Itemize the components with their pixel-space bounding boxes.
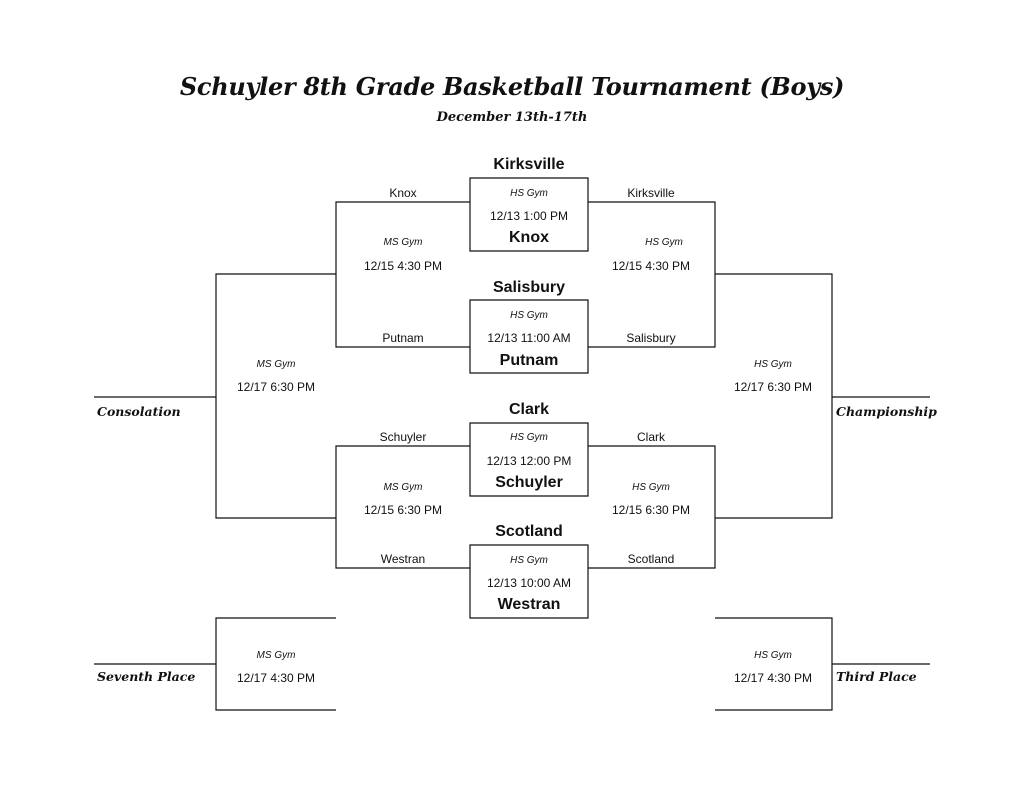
right-semi1-time: 12/15 4:30 PM — [611, 259, 691, 273]
game2-venue: HS Gym — [510, 310, 548, 321]
right-semi1-venue: HS Gym — [645, 237, 683, 248]
game4-bottom-team: Westran — [497, 596, 561, 613]
game3-venue: HS Gym — [510, 432, 548, 443]
left-bracket-top — [335, 201, 470, 348]
seventh-place-venue: MS Gym — [256, 650, 296, 661]
game4-time: 12/13 10:00 AM — [486, 576, 572, 590]
left-semi-bracket — [215, 273, 336, 519]
third-place-bracket — [715, 617, 833, 711]
left-semi2-venue: MS Gym — [383, 482, 423, 493]
left-semi2-time: 12/15 6:30 PM — [363, 503, 443, 517]
left-bracket-bottom — [335, 445, 470, 569]
seventh-place-time: 12/17 4:30 PM — [236, 671, 316, 685]
right-semi2-bottom-team: Scotland — [627, 552, 675, 566]
game1-venue: HS Gym — [510, 188, 548, 199]
left-semi2-top-team: Schuyler — [379, 430, 427, 444]
right-semi1-top-team: Kirksville — [627, 186, 675, 200]
third-place-time: 12/17 4:30 PM — [733, 671, 813, 685]
first-round-box-3 — [469, 422, 589, 497]
game4-venue: HS Gym — [510, 555, 548, 566]
game4-top-team: Scotland — [495, 523, 563, 540]
third-place-venue: HS Gym — [754, 650, 792, 661]
first-round-box-4 — [469, 544, 589, 619]
consolation-label: Consolation — [97, 404, 181, 419]
left-semi1-bottom-team: Putnam — [382, 331, 424, 345]
first-round-box-1 — [469, 177, 589, 252]
right-bracket-bottom — [588, 445, 716, 569]
right-semi2-venue: HS Gym — [632, 482, 670, 493]
consolation-venue: MS Gym — [256, 359, 296, 370]
page-subtitle: December 13th-17th — [436, 110, 588, 125]
game3-top-team: Clark — [508, 401, 550, 418]
page-title: Schuyler 8th Grade Basketball Tournament… — [179, 72, 845, 101]
championship-time: 12/17 6:30 PM — [733, 380, 813, 394]
game2-bottom-team: Putnam — [499, 352, 559, 369]
third-place-label: Third Place — [836, 669, 917, 684]
first-round-box-2 — [469, 299, 589, 374]
right-semi2-time: 12/15 6:30 PM — [611, 503, 691, 517]
seventh-place-label: Seventh Place — [97, 669, 196, 684]
championship-label: Championship — [836, 404, 937, 419]
right-bracket-top — [588, 201, 716, 348]
left-semi1-time: 12/15 4:30 PM — [363, 259, 443, 273]
game1-time: 12/13 1:00 PM — [489, 209, 569, 223]
game1-top-team: Kirksville — [493, 156, 565, 173]
consolation-time: 12/17 6:30 PM — [236, 380, 316, 394]
right-semi1-bottom-team: Salisbury — [626, 331, 676, 345]
left-semi1-venue: MS Gym — [383, 237, 423, 248]
left-semi2-bottom-team: Westran — [380, 552, 426, 566]
right-semi-bracket — [715, 273, 833, 519]
game2-top-team: Salisbury — [492, 279, 566, 296]
left-semi1-top-team: Knox — [389, 186, 417, 200]
game2-time: 12/13 11:00 AM — [487, 331, 571, 345]
game3-bottom-team: Schuyler — [495, 474, 563, 491]
seventh-place-bracket — [215, 617, 336, 711]
game3-time: 12/13 12:00 PM — [486, 454, 572, 468]
game1-bottom-team: Knox — [509, 229, 549, 246]
right-semi2-top-team: Clark — [636, 430, 665, 444]
championship-venue: HS Gym — [754, 359, 792, 370]
